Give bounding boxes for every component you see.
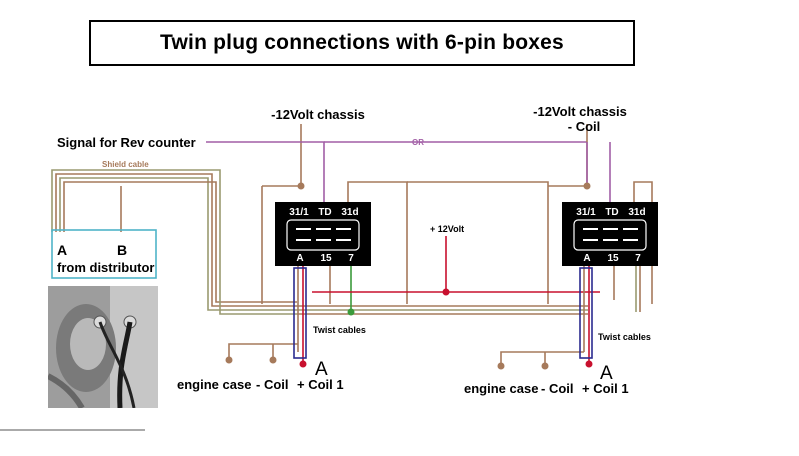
left-pin-top-3: 31d — [341, 207, 358, 218]
label-dist-b: B — [117, 242, 127, 258]
label-left-plus-coil1: + Coil 1 — [297, 377, 344, 392]
label-chassis-right: -12Volt chassis — [533, 104, 627, 119]
module-right: 31/1 TD 31d A 15 7 — [562, 202, 658, 266]
module-left: 31/1 TD 31d A 15 7 — [275, 202, 371, 266]
distributor-photo-drawing — [48, 286, 158, 408]
distributor-photo — [48, 286, 158, 408]
label-or: OR — [412, 138, 424, 147]
label-right-marker-a: A — [600, 363, 613, 384]
label-chassis-left: -12Volt chassis — [271, 107, 365, 122]
left-module-wiring — [206, 124, 600, 364]
label-plus-12volt: + 12Volt — [430, 224, 464, 234]
left-pin-bottom-2: 15 — [320, 253, 332, 264]
title-box: Twin plug connections with 6-pin boxes — [89, 20, 635, 66]
right-pin-bottom-3: 7 — [635, 253, 641, 264]
distributor-box — [51, 229, 157, 279]
label-left-minus-coil: - Coil — [256, 377, 289, 392]
label-left-engine-case: engine case — [177, 377, 251, 392]
shield-cable — [51, 169, 588, 315]
right-pin-bottom-1: A — [583, 253, 590, 264]
junction-dots — [225, 182, 593, 370]
label-left-marker-a: A — [315, 359, 328, 380]
label-signal: Signal for Rev counter — [57, 135, 196, 150]
diagram-title: Twin plug connections with 6-pin boxes — [160, 31, 564, 54]
twist-marker-left — [293, 267, 307, 359]
label-twist-right: Twist cables — [598, 332, 651, 342]
label-twist-left: Twist cables — [313, 325, 366, 335]
twist-marker-right — [579, 267, 593, 359]
label-right-plus-coil1: + Coil 1 — [582, 381, 629, 396]
label-right-engine-case: engine case — [464, 381, 538, 396]
right-pin-top-2: TD — [605, 207, 618, 218]
left-pin-top-1: 31/1 — [289, 207, 309, 218]
left-pin-bottom-3: 7 — [348, 253, 354, 264]
left-pin-top-2: TD — [318, 207, 331, 218]
label-shield-cable: Shield cable — [102, 160, 149, 169]
label-from-distributor: from distributor — [57, 260, 155, 275]
left-pin-bottom-1: A — [296, 253, 303, 264]
right-pin-bottom-2: 15 — [607, 253, 619, 264]
label-right-minus-coil: - Coil — [541, 381, 574, 396]
right-pin-top-1: 31/1 — [576, 207, 596, 218]
label-chassis-right-coil: - Coil — [568, 119, 601, 134]
label-dist-a: A — [57, 242, 67, 258]
right-pin-top-3: 31d — [628, 207, 645, 218]
